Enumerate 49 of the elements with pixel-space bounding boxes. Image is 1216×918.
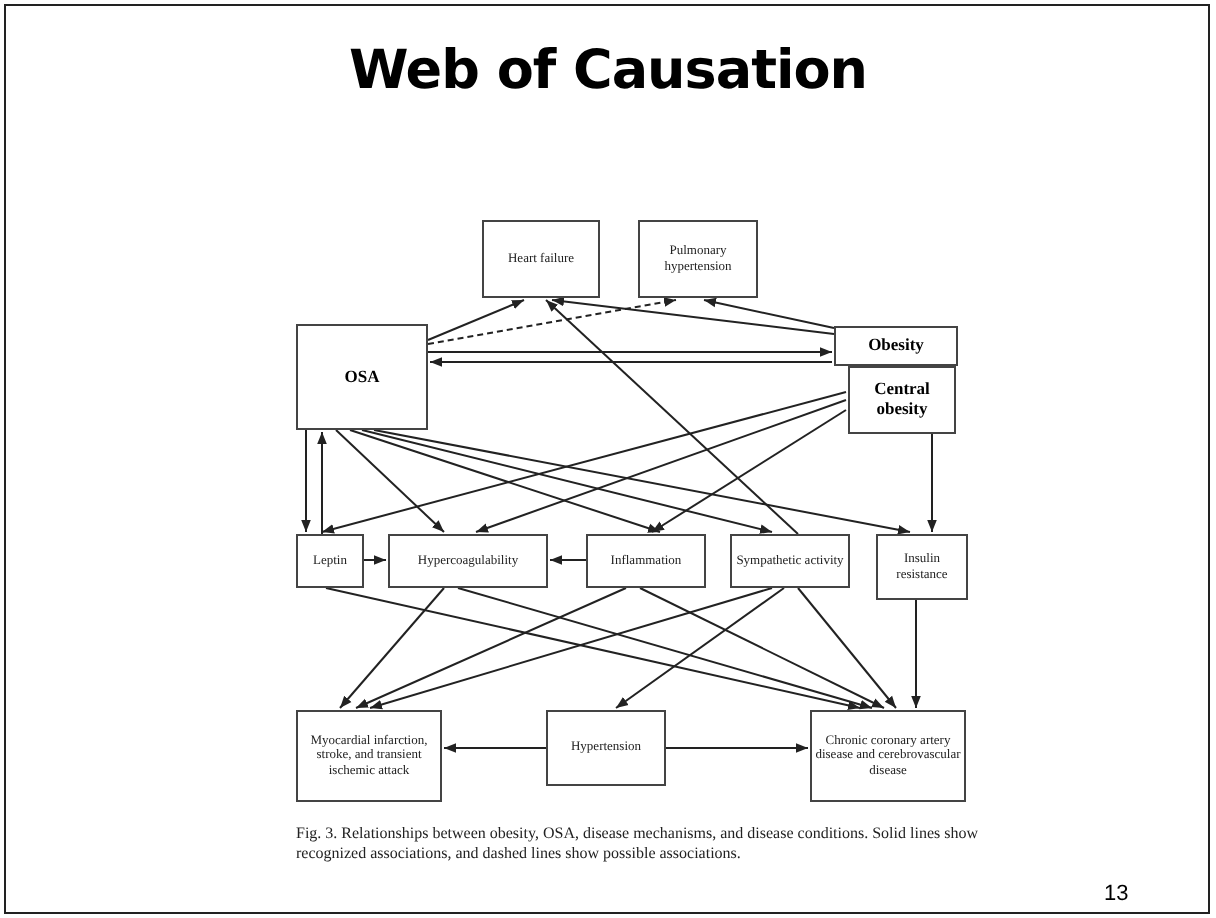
- arrow: [339, 587, 445, 709]
- process-box: [834, 326, 958, 366]
- arrow: [427, 347, 833, 357]
- process-box: [586, 534, 706, 588]
- process-box: [638, 220, 758, 298]
- arrow: [325, 587, 861, 711]
- process-box: [296, 324, 428, 430]
- node-label: Central obesity: [872, 380, 932, 420]
- arrow: [549, 555, 587, 565]
- process-box: [848, 366, 956, 434]
- arrow: [335, 429, 445, 533]
- arrow: [615, 587, 785, 709]
- slide-title: Web of Causation: [348, 40, 868, 102]
- process-box: [482, 220, 600, 298]
- arrow: [363, 555, 387, 565]
- process-box: [546, 710, 666, 786]
- process-box: [876, 534, 968, 600]
- arrow: [475, 399, 847, 533]
- arrow: [443, 743, 547, 753]
- arrow: [301, 429, 311, 533]
- page-number: 13: [1104, 882, 1129, 906]
- arrow: [797, 587, 897, 709]
- arrow: [545, 299, 799, 535]
- arrow: [369, 587, 773, 710]
- process-box: [296, 710, 442, 802]
- arrow: [551, 296, 835, 335]
- arrow: [355, 587, 627, 709]
- process-box: [296, 534, 364, 588]
- process-box: [388, 534, 548, 588]
- process-box: [730, 534, 850, 588]
- arrow: [317, 431, 327, 535]
- arrow: [361, 429, 773, 534]
- arrow: [703, 297, 835, 329]
- arrow: [639, 587, 885, 709]
- arrow: [429, 357, 833, 367]
- arrow: [911, 599, 921, 709]
- arrow: [427, 299, 525, 341]
- arrow: [349, 429, 661, 533]
- arrow: [665, 743, 809, 753]
- node-label: Obesity: [868, 336, 924, 356]
- arrow: [427, 297, 677, 345]
- arrow: [321, 391, 847, 534]
- arrow: [927, 433, 937, 533]
- process-box: [810, 710, 966, 802]
- node-label: OSA: [344, 367, 380, 387]
- arrow: [651, 409, 847, 533]
- arrow: [457, 587, 873, 710]
- arrow: [373, 429, 911, 535]
- figure-caption: Fig. 3. Relationships between obesity, OSA, disease mechanisms, and disease conditions. Solid lines show recognized associations, and dashed lines show possible associations.: [296, 824, 980, 864]
